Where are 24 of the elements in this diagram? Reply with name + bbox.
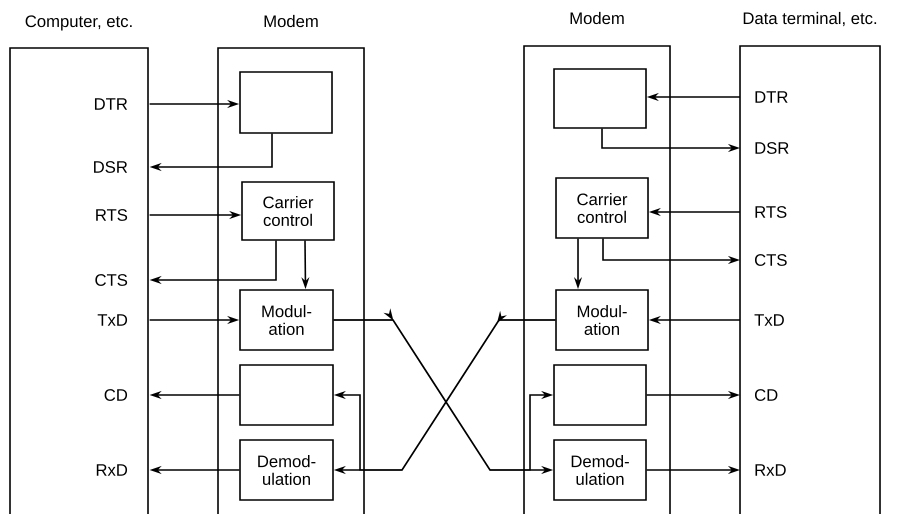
signal-label: DTR (94, 98, 128, 110)
empty-box (553, 68, 647, 129)
signal-label: RxD (96, 464, 128, 476)
signal-label: TxD (754, 314, 784, 326)
empty-box (239, 364, 334, 426)
signal-label: DTR (756, 91, 788, 103)
signal-label: CD (754, 389, 778, 401)
function-box: Modul- ation (239, 289, 334, 351)
function-box: Demod- ulation (239, 439, 334, 501)
signal-label: RTS (756, 206, 786, 218)
signal-label: RTS (96, 209, 128, 221)
empty-box (239, 71, 333, 134)
signal-label: TxD (98, 314, 128, 326)
signal-label: CTS (754, 254, 787, 266)
function-box: Modul- ation (555, 289, 649, 351)
signal-label: DSR (94, 161, 128, 173)
empty-box (553, 364, 647, 426)
signal-label: CTS (95, 274, 128, 286)
function-box: Demod- ulation (553, 439, 647, 501)
function-box: Carrier control (555, 177, 649, 239)
signal-label: DSR (756, 142, 789, 154)
signal-label: CD (104, 389, 128, 401)
signal-label: RxD (756, 464, 786, 476)
function-box: Carrier control (241, 181, 335, 241)
